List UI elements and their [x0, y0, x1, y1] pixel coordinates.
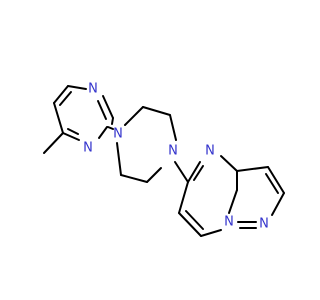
- bond-c5-c6-inner: [59, 91, 72, 106]
- atom-n-piperazine-1: N: [113, 127, 123, 142]
- atom-n-pyrimidine-3: N: [83, 141, 93, 156]
- bond-c2-npip: [111, 117, 114, 125]
- bond-c6-c7: [178, 212, 202, 237]
- bond-c5-c6: [53, 85, 69, 104]
- bond-pip-d: [146, 167, 162, 183]
- atom-n-piperazine-4: N: [168, 144, 178, 159]
- bond-npip4-c5: [174, 161, 189, 183]
- bond-c2-n3: [98, 126, 108, 139]
- bond-c2-n1: [271, 192, 285, 216]
- atom-n-pyrazolopyrimidine-4: N: [205, 144, 215, 159]
- bond-pip-e: [120, 174, 148, 183]
- bond-n3-c4-inner: [67, 128, 79, 135]
- bond-n-bridge-c3a: [228, 189, 238, 214]
- bond-c4-c5: [53, 102, 64, 134]
- bond-n3-c4: [62, 132, 80, 141]
- bond-c2-npip1: [107, 126, 114, 130]
- bond-methyl: [43, 132, 64, 154]
- bond-c6-c7-inner: [185, 210, 204, 230]
- bond-n1-c2-inner: [97, 100, 107, 120]
- bond-c6-n1: [67, 85, 87, 90]
- bond-pip-f: [116, 142, 122, 176]
- bond-c3-c2-inner: [265, 173, 279, 194]
- bond-c5-c6: [178, 181, 189, 214]
- bond-c3a-c3: [236, 166, 269, 172]
- bond-n1-c2: [102, 95, 114, 119]
- bond-n4-c3a: [220, 155, 238, 172]
- molecule-diagram: N N N N N N N: [43, 82, 285, 237]
- bond-c5-n4-inner: [193, 165, 204, 181]
- bond-pip-c: [169, 114, 177, 141]
- atom-n-bridgehead: N: [224, 215, 234, 230]
- bond-c5-n4: [187, 161, 201, 183]
- structure-drawing: N N N N N N N: [43, 82, 285, 237]
- bond-pip-a: [124, 106, 144, 126]
- atom-n-pyrimidine-1: N: [88, 82, 98, 97]
- atom-n-pyrazole-1: N: [259, 217, 269, 232]
- bond-pip-b: [142, 106, 171, 116]
- bond-c3-c2: [267, 166, 285, 194]
- bond-c7-n-bridge: [200, 229, 222, 237]
